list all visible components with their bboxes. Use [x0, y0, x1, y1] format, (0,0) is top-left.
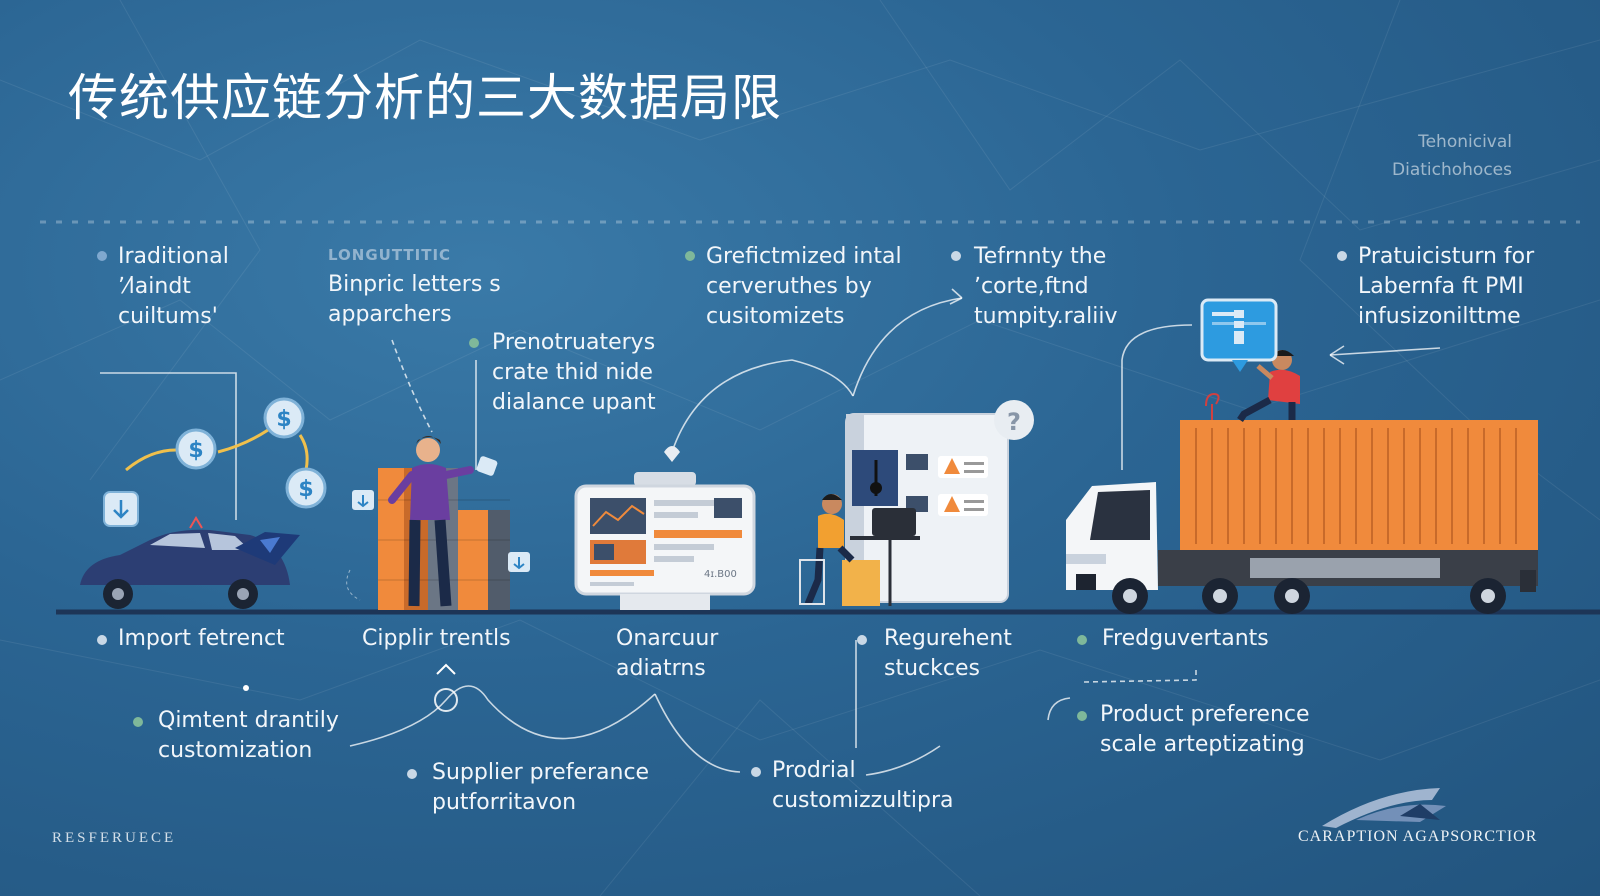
footer-company-name: CARAPTION AGAPSORCTIOR [1298, 828, 1538, 845]
label-line: Prodrial [772, 758, 856, 783]
label-line: scale arteptizating [1100, 732, 1305, 757]
label-tefrnnty: Tefrnnty the ʼcorte,ftnd tumpity.raliiv [974, 242, 1117, 332]
company-logo-mark [1322, 788, 1446, 828]
svg-text:$: $ [298, 477, 313, 502]
corner-tag-line: Diatichohoces [1392, 160, 1512, 180]
label-line: Pratuicisturn for [1358, 244, 1535, 269]
caret-up-icon [436, 663, 456, 675]
label-line: Supplier preferance [432, 760, 650, 785]
label-line: Import fetrenct [118, 626, 285, 651]
label-qimtent: Qimtent drantily customization [158, 706, 339, 766]
label-line: Tefrnnty the [974, 244, 1107, 269]
bullet-dots [97, 251, 1347, 779]
label-onarcuur: Onarcuur adiatrns [616, 624, 718, 684]
label-line: Onarcuur [616, 626, 719, 651]
analyst-with-bars-illustration [346, 436, 530, 610]
label-cipplir: Cipplir trentls [362, 624, 511, 654]
label-line: cusitomizets [706, 304, 845, 329]
label-line: ʼ⁄laindt [118, 274, 191, 299]
label-line: customization [158, 738, 313, 763]
label-line: dialance upant [492, 390, 656, 415]
svg-text:$: $ [188, 438, 203, 463]
corner-tag: Tehonicival Diatichohoces [1312, 128, 1512, 184]
label-pratuicisturn: Pratuicisturn for Labernfa ft PMI infusi… [1358, 242, 1534, 332]
node-circle [434, 688, 458, 712]
report-desk-illustration: ? [799, 400, 1034, 606]
footer-left-text: RESFERUECE [52, 830, 177, 846]
label-line: adiatrns [616, 656, 706, 681]
page-title: 传统供应链分析的三大数据局限 [68, 69, 782, 127]
question-mark-icon: ? [1007, 408, 1021, 436]
label-fredguvertants: Fredguvertants [1102, 624, 1269, 654]
label-line: Labernfa ft PMI [1358, 274, 1524, 299]
label-line: crate thid nide [492, 360, 653, 385]
label-line: Product preference [1100, 702, 1310, 727]
label-line: Prenotruaterys [492, 330, 656, 355]
monitor-text: 4ɪ.B00 [704, 569, 737, 580]
truck-illustration [1066, 298, 1538, 614]
label-binpric: LONGUTTITIC Binpric letters s apparchers [328, 240, 501, 330]
label-line: Qimtent drantily [158, 708, 339, 733]
label-line: Regurehent [884, 626, 1012, 651]
label-product: Product preference scale arteptizating [1100, 700, 1310, 760]
label-traditional: Iraditional ʼ⁄laindt cuiltums' [118, 242, 229, 332]
label-line: cuiltums' [118, 304, 218, 329]
label-line: putforritavon [432, 790, 577, 815]
label-line: Fredguvertants [1102, 626, 1269, 651]
label-prenotruaterys: Prenotruaterys crate thid nide dialance … [492, 328, 656, 418]
label-line: customizzultipra [772, 788, 954, 813]
car-illustration [80, 516, 300, 609]
corner-tag-line: Tehonicival [1418, 132, 1512, 152]
label-line: cerveruthes by [706, 274, 872, 299]
label-regurehent: Regurehent stuckces [884, 624, 1012, 684]
svg-text:$: $ [276, 407, 291, 432]
connector-lines [100, 288, 1441, 776]
label-grefictmized: Grefictmized intal cerveruthes by cusito… [706, 242, 902, 332]
label-caption: LONGUTTITIC [328, 246, 452, 264]
label-line: tumpity.raliiv [974, 304, 1118, 329]
label-line: infusizonilttme [1358, 304, 1521, 329]
label-supplier: Supplier preferance putforritavon [432, 758, 649, 818]
label-line: apparchers [328, 302, 452, 327]
label-line: Cipplir trentls [362, 626, 511, 651]
label-line: Binpric letters s [328, 272, 501, 297]
label-prodrial: Prodrial customizzultipra [772, 756, 954, 816]
label-import: Import fetrenct [118, 624, 285, 654]
dashboard-monitor-illustration: 4ɪ.B00 [574, 446, 756, 610]
label-line: ʼcorte,ftnd [974, 274, 1089, 299]
label-line: stuckces [884, 656, 980, 681]
label-line: Grefictmized intal [706, 244, 902, 269]
label-line: Iraditional [118, 244, 229, 269]
dollar-coin-icons: $ $ $ [103, 397, 327, 527]
